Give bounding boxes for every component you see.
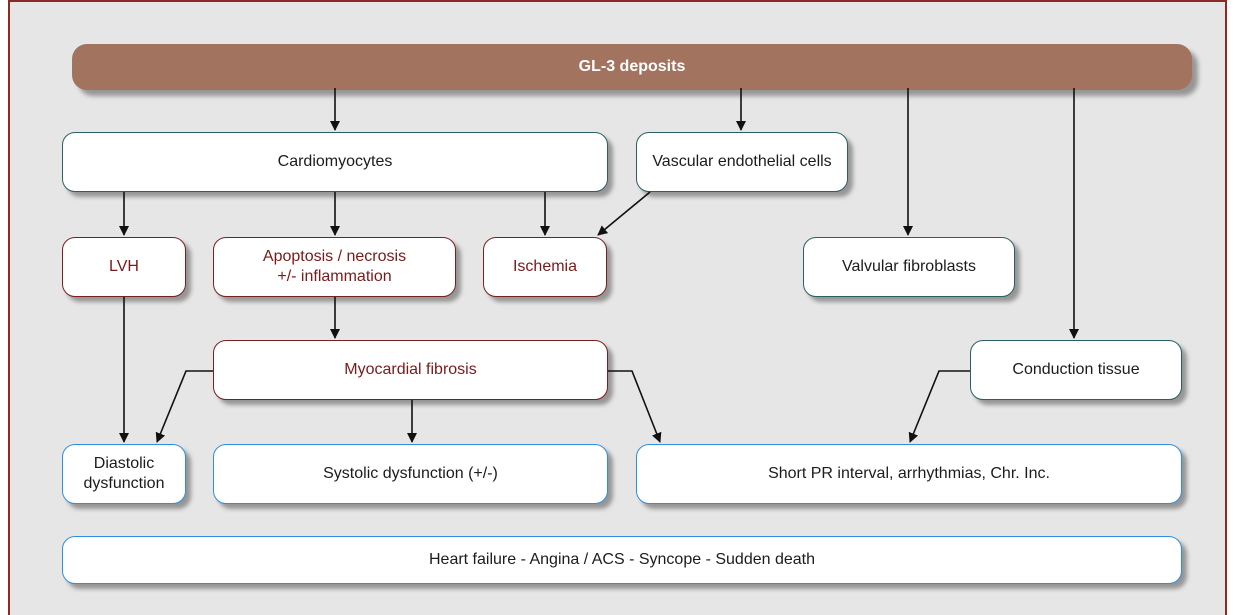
systolic-dysfunction-label: Systolic dysfunction (+/-) xyxy=(323,465,498,482)
valvular-fibroblasts-label: Valvular fibroblasts xyxy=(842,258,976,275)
ischemia-node: Ischemia xyxy=(483,237,607,297)
cardiomyocytes-label: Cardiomyocytes xyxy=(277,153,393,170)
diastolic-dysfunction-node: Diastolic dysfunction xyxy=(62,444,186,504)
cardiomyocytes-node: Cardiomyocytes xyxy=(62,132,608,192)
vascular-endothelial-node: Vascular endothelial cells xyxy=(636,132,848,192)
gl3-deposits-node: GL-3 deposits xyxy=(72,44,1192,90)
arrow-vascular-to-ischemia xyxy=(597,191,651,236)
vascular-endothelial-label: Vascular endothelial cells xyxy=(652,153,832,170)
myocardial-fibrosis-label: Myocardial fibrosis xyxy=(344,361,477,378)
apoptosis-node: Apoptosis / necrosis +/- inflammation xyxy=(213,237,456,297)
arrow-fibrosis-to-short-pr xyxy=(608,370,662,443)
gl3-deposits-label: GL-3 deposits xyxy=(578,58,686,75)
short-pr-interval-label: Short PR interval, arrhythmias, Chr. Inc… xyxy=(768,465,1050,482)
ischemia-label: Ischemia xyxy=(512,258,578,275)
diastolic-label-line1: Diastolic xyxy=(93,455,155,472)
systolic-dysfunction-node: Systolic dysfunction (+/-) xyxy=(213,444,608,504)
apoptosis-label-line1: Apoptosis / necrosis xyxy=(262,248,407,265)
clinical-outcomes-node: Heart failure - Angina / ACS - Syncope -… xyxy=(62,536,1182,584)
lvh-label: LVH xyxy=(109,258,139,275)
conduction-tissue-label: Conduction tissue xyxy=(1012,361,1140,378)
valvular-fibroblasts-node: Valvular fibroblasts xyxy=(803,237,1015,297)
apoptosis-label-line2: +/- inflammation xyxy=(277,268,392,285)
arrow-fibrosis-to-diastolic xyxy=(155,370,213,443)
myocardial-fibrosis-node: Myocardial fibrosis xyxy=(213,340,608,400)
short-pr-interval-node: Short PR interval, arrhythmias, Chr. Inc… xyxy=(636,444,1182,504)
clinical-outcomes-label: Heart failure - Angina / ACS - Syncope -… xyxy=(428,551,815,568)
diastolic-label-line2: dysfunction xyxy=(83,475,165,492)
conduction-tissue-node: Conduction tissue xyxy=(970,340,1182,400)
diagram-frame: GL-3 deposits xyxy=(8,0,1227,615)
lvh-node: LVH xyxy=(62,237,186,297)
arrow-conduction-to-short-pr xyxy=(908,370,970,443)
